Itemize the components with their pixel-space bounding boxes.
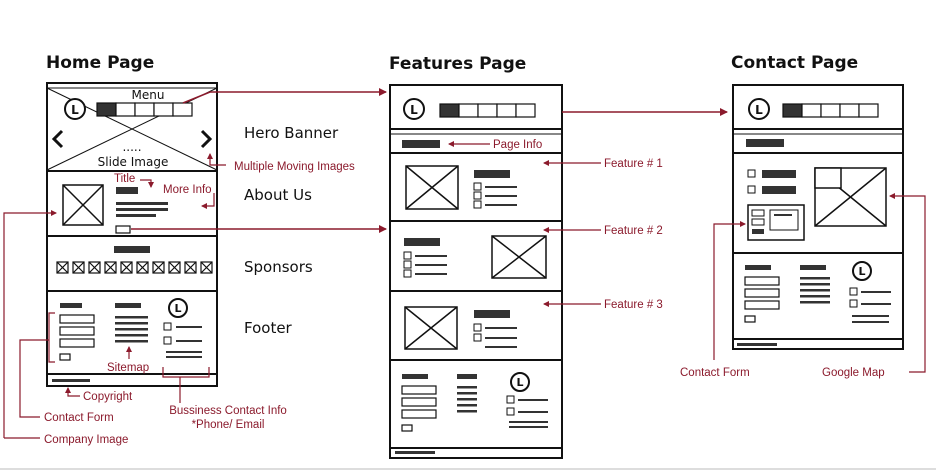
features-page-title: Features Page	[389, 54, 526, 74]
contact-menu-bar	[782, 103, 879, 118]
features-footer-block: L	[390, 372, 562, 454]
section-about-us: About Us	[244, 186, 312, 204]
home-footer-block: L	[52, 298, 202, 382]
home-sponsors-row	[56, 261, 213, 274]
chevron-left-icon	[51, 129, 64, 149]
annotation-contact-form: Contact Form	[44, 412, 114, 424]
menu-label: Menu	[132, 88, 165, 102]
feature-3-block	[404, 306, 517, 350]
contact-wireframe	[732, 84, 904, 350]
contact-annotation-lines	[713, 193, 926, 373]
home-about-block	[62, 184, 104, 226]
sponsor-logo-placeholder	[72, 261, 85, 274]
annotation-google-map: Google Map	[822, 367, 885, 379]
features-menu-bar	[439, 103, 536, 118]
svg-text:L: L	[755, 103, 763, 117]
svg-text:L: L	[174, 302, 181, 315]
slide-dots: .....	[122, 140, 141, 154]
annotation-feature-1: Feature # 1	[604, 158, 663, 170]
annotation-page-info: Page Info	[493, 139, 542, 151]
features-page-info-bar	[402, 140, 440, 148]
svg-text:L: L	[858, 265, 865, 278]
sponsor-logo-placeholder	[168, 261, 181, 274]
feature-2-block	[403, 235, 547, 279]
contact-logo: L	[748, 98, 770, 120]
features-wireframe	[389, 84, 563, 459]
sponsor-logo-placeholder	[136, 261, 149, 274]
svg-text:L: L	[71, 103, 79, 117]
sponsor-logo-placeholder	[152, 261, 165, 274]
section-hero-banner: Hero Banner	[244, 124, 339, 142]
sponsor-logo-placeholder	[88, 261, 101, 274]
home-wireframe	[46, 82, 218, 387]
annotation-copyright: Copyright	[83, 391, 133, 403]
svg-text:L: L	[516, 376, 523, 389]
sponsor-logo-placeholder	[200, 261, 213, 274]
home-annotation-lines	[3, 153, 226, 439]
home-menu-bar	[96, 102, 193, 117]
svg-text:L: L	[410, 103, 418, 117]
annotation-contact-form-right: Contact Form	[680, 367, 750, 379]
annotation-business-info-line2: *Phone/ Email	[192, 419, 265, 431]
annotation-business-info-line1: Bussiness Contact Info	[169, 405, 287, 417]
sponsor-logo-placeholder	[104, 261, 117, 274]
annotation-multiple-images: Multiple Moving Images	[234, 161, 355, 173]
features-annotation-lines	[448, 141, 601, 307]
annotation-company-image: Company Image	[44, 434, 128, 446]
contact-page-title: Contact Page	[731, 53, 858, 73]
features-logo: L	[403, 98, 425, 120]
contact-footer-block: L	[737, 261, 891, 346]
feature-1-block	[405, 165, 517, 210]
home-about-text	[115, 187, 168, 234]
section-sponsors: Sponsors	[244, 258, 313, 276]
page-link-arrows	[131, 88, 728, 233]
home-page-title: Home Page	[46, 53, 154, 73]
annotation-feature-2: Feature # 2	[604, 225, 663, 237]
chevron-right-icon	[200, 129, 213, 149]
annotation-sitemap: Sitemap	[107, 362, 149, 374]
slide-image-label: Slide Image	[98, 155, 169, 169]
contact-page-info-bar	[746, 139, 784, 147]
sponsor-logo-placeholder	[184, 261, 197, 274]
sponsor-logo-placeholder	[120, 261, 133, 274]
annotation-feature-3: Feature # 3	[604, 299, 663, 311]
contact-main-block	[747, 167, 887, 241]
annotation-more-info: More Info	[163, 184, 212, 196]
section-footer: Footer	[244, 319, 293, 337]
sponsor-logo-placeholder	[56, 261, 69, 274]
home-logo: L	[64, 98, 86, 120]
annotation-title: Title	[114, 173, 135, 185]
